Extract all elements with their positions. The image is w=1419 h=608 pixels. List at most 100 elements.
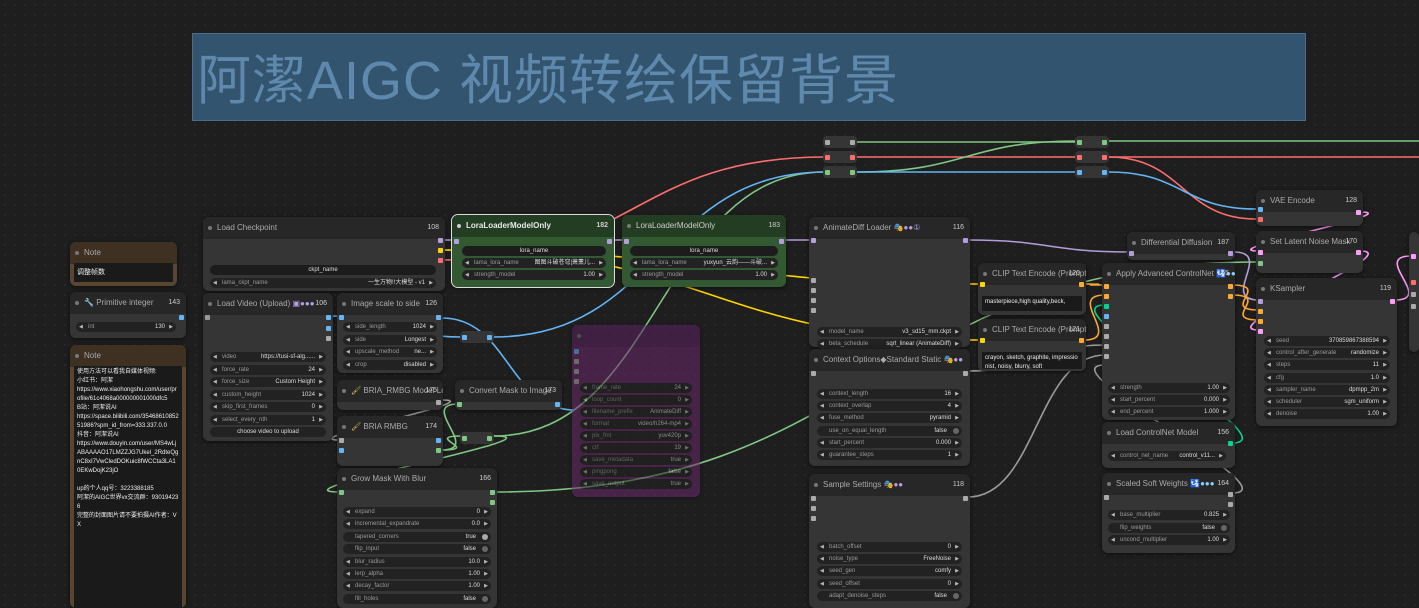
output-model-port[interactable] <box>779 239 784 244</box>
offscreen-node[interactable] <box>1409 232 1419 352</box>
input-model-port[interactable] <box>1129 251 1134 256</box>
reroute-input[interactable] <box>1077 140 1082 145</box>
input-port[interactable] <box>811 278 816 283</box>
clip-text-encode-positive-node[interactable]: CLIP Text Encode (Prompt)120 masterpiece… <box>978 263 1086 315</box>
input-port[interactable] <box>811 288 816 293</box>
output-latent-port[interactable] <box>1356 210 1361 215</box>
input-image-port[interactable] <box>339 315 344 320</box>
input-port[interactable] <box>811 298 816 303</box>
input-model-port[interactable] <box>1258 299 1263 304</box>
output-model-port[interactable] <box>438 238 443 243</box>
output-int-port[interactable] <box>179 315 184 320</box>
bria-model-loader-node[interactable]: 🖌 BRIA_RMBG Model Loader175 <box>337 380 443 410</box>
input-port[interactable] <box>811 516 816 521</box>
input-port[interactable] <box>1411 280 1416 285</box>
output-controlnet-port[interactable] <box>1228 441 1233 446</box>
input-port[interactable] <box>1104 334 1109 339</box>
output-mask-inverted-port[interactable] <box>490 500 495 505</box>
negative-prompt-text[interactable]: crayon, sketch, graphite, impressionist,… <box>982 352 1082 369</box>
reroute-output[interactable] <box>487 436 492 441</box>
output-model-port[interactable] <box>963 238 968 243</box>
input-port[interactable] <box>1104 354 1109 359</box>
output-model-port[interactable] <box>607 239 612 244</box>
input-clip-port[interactable] <box>980 338 985 343</box>
output-conditioning-port[interactable] <box>1079 282 1084 287</box>
input-image-port[interactable] <box>1104 314 1109 319</box>
note-node-frames[interactable]: Note 调整帧数 <box>70 242 177 286</box>
input-port[interactable] <box>574 369 579 374</box>
output-vae-port[interactable] <box>438 258 443 263</box>
reroute-node[interactable] <box>823 136 857 148</box>
output-image-port[interactable] <box>436 438 441 443</box>
clip-text-encode-negative-node[interactable]: CLIP Text Encode (Prompt)121 crayon, ske… <box>978 319 1086 371</box>
output-model-port[interactable] <box>436 400 441 405</box>
reroute-input[interactable] <box>1077 155 1082 160</box>
input-controlnet-port[interactable] <box>1104 304 1109 309</box>
context-options-node[interactable]: Context Options◆Standard Static 🎭●● ◀con… <box>809 349 970 466</box>
input-latent-port[interactable] <box>1258 329 1263 334</box>
reroute-output[interactable] <box>1102 155 1107 160</box>
positive-prompt-text[interactable]: masterpiece,high quality,beck, <box>982 296 1082 311</box>
reroute-input[interactable] <box>1077 170 1082 175</box>
input-mask-port[interactable] <box>457 402 462 407</box>
input-clip-port[interactable] <box>980 282 985 287</box>
reroute-output[interactable] <box>850 155 855 160</box>
input-vae-port[interactable] <box>1258 217 1263 222</box>
output-port[interactable] <box>326 336 331 341</box>
output-port[interactable] <box>963 371 968 376</box>
input-samples-port[interactable] <box>1258 250 1263 255</box>
input-image-port[interactable] <box>339 448 344 453</box>
input-negative-port[interactable] <box>1258 319 1263 324</box>
reroute-output[interactable] <box>1102 170 1107 175</box>
input-pixels-port[interactable] <box>1258 207 1263 212</box>
output-port[interactable] <box>1228 492 1233 497</box>
reroute-node[interactable] <box>823 166 857 178</box>
note-node-instructions[interactable]: Note 使用方法可以看我自媒体视频: 小红书：阿潔 https://www.x… <box>70 345 186 608</box>
output-conditioning-port[interactable] <box>1079 338 1084 343</box>
output-mask-port[interactable] <box>436 448 441 453</box>
reroute-node[interactable] <box>1075 136 1109 148</box>
apply-advanced-controlnet-node[interactable]: Apply Advanced ControlNet 🛂●●●155 ◀stren… <box>1102 263 1235 420</box>
